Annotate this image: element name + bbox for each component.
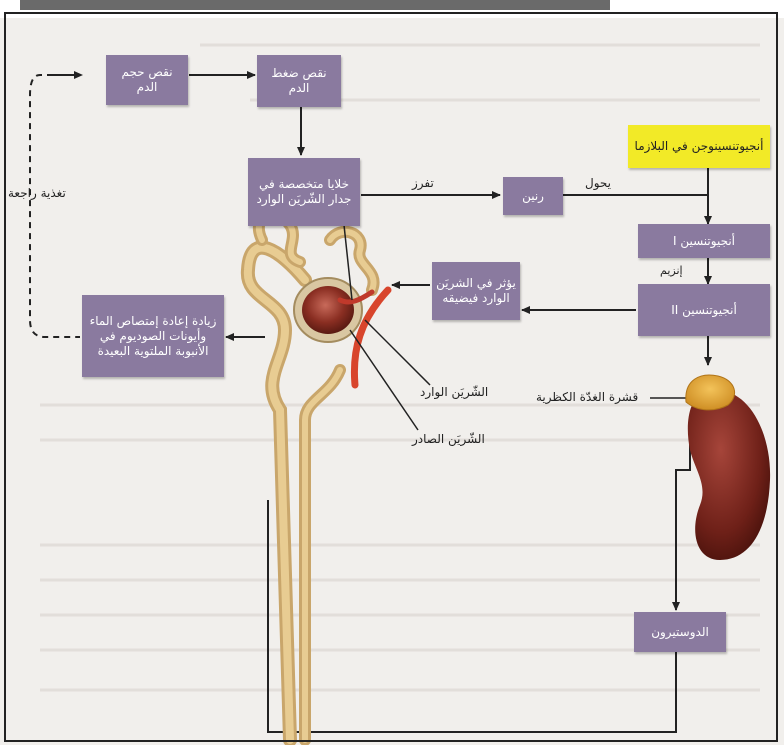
frame-border <box>4 12 778 742</box>
